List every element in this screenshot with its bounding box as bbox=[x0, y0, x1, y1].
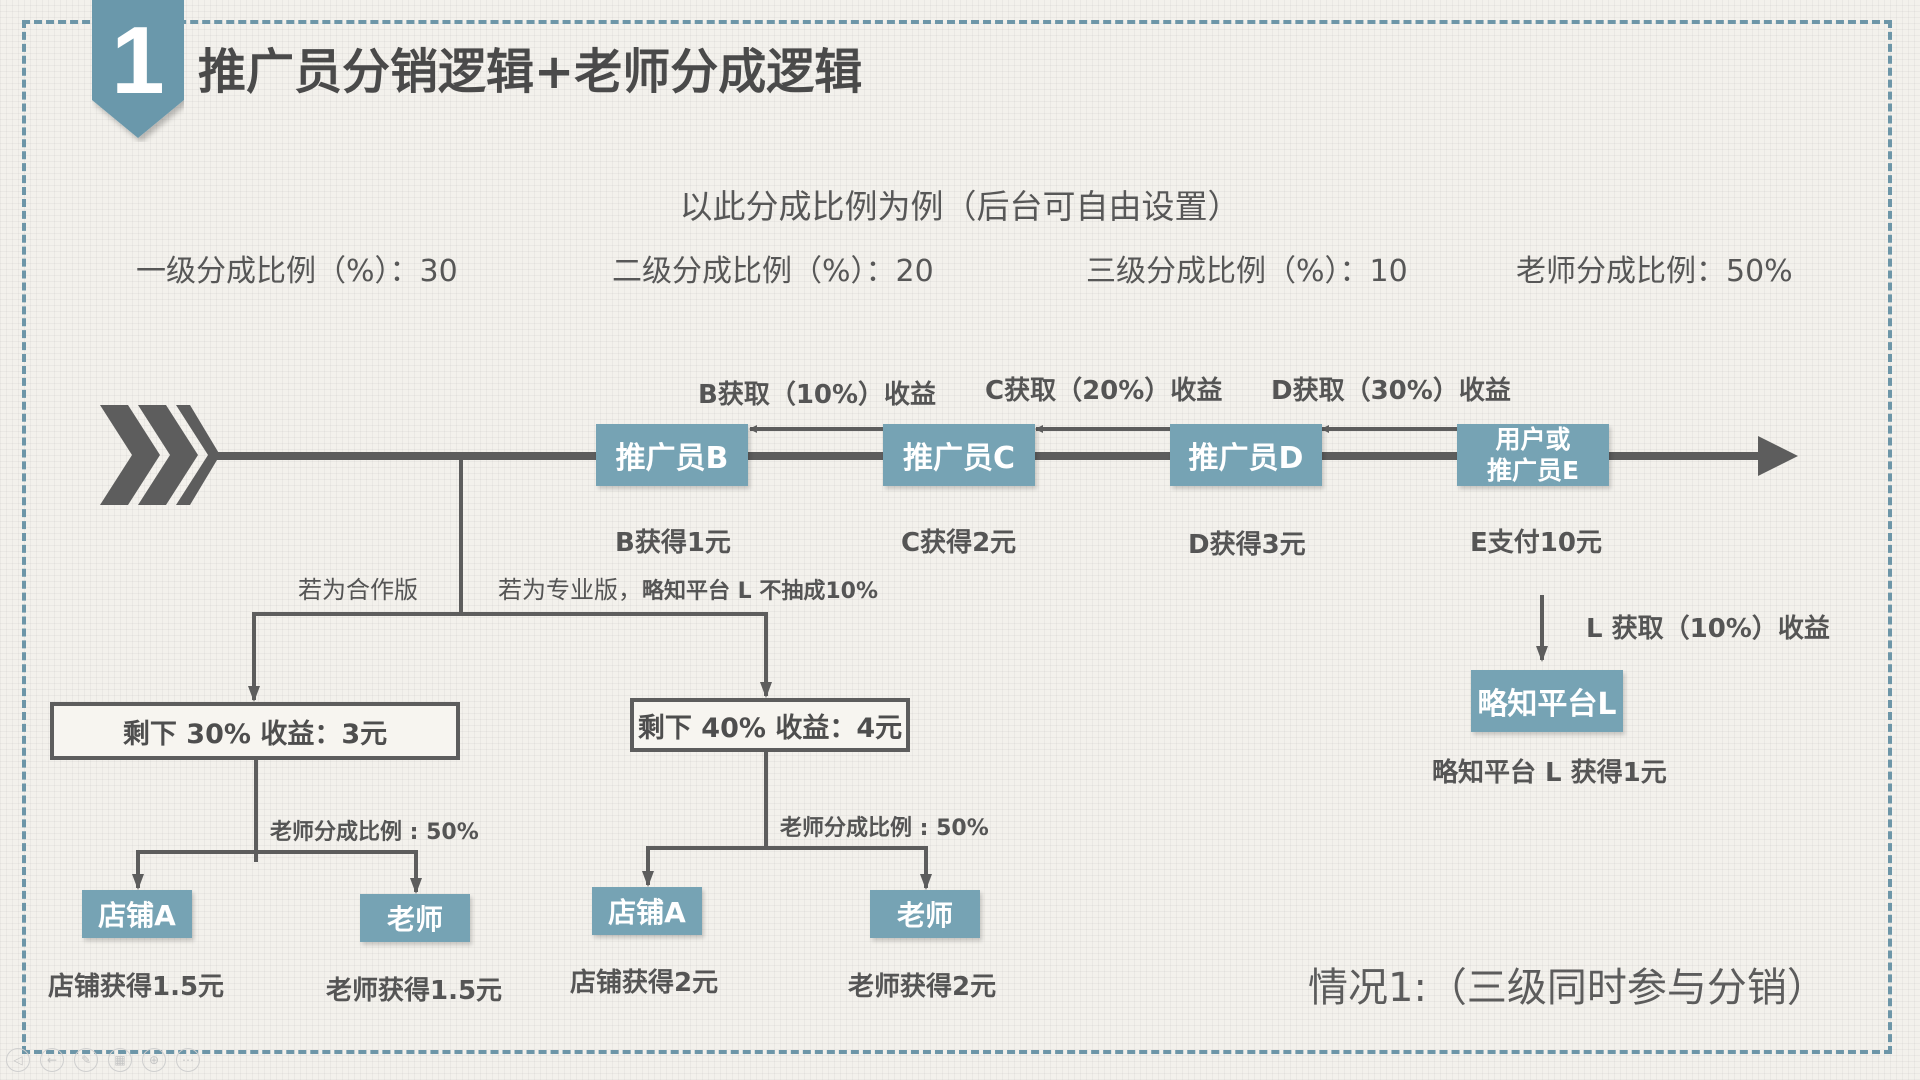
pro-label-b: 略知平台 L 不抽成10% bbox=[642, 579, 878, 604]
right-teacher-get: 老师获得2元 bbox=[848, 972, 997, 1002]
right-teacher-node: 老师 bbox=[870, 890, 980, 938]
ratio-level2: 二级分成比例（%）：20 bbox=[612, 254, 934, 289]
left-teacher-get: 老师获得1.5元 bbox=[326, 976, 503, 1006]
left-teacher-node: 老师 bbox=[360, 894, 470, 942]
subtitle: 以此分成比例为例（后台可自由设置） bbox=[679, 187, 1241, 226]
back-icon[interactable]: ← bbox=[40, 1048, 64, 1072]
right-shop-node: 店铺A bbox=[592, 887, 702, 935]
badge-number: 1 bbox=[111, 7, 165, 114]
user-e-node: 用户或 推广员E bbox=[1457, 424, 1609, 486]
b-flow-label: B获取（10%）收益 bbox=[698, 380, 937, 410]
slideshow-nav: ◁ ← ✎ ▦ ⊕ ⋯ bbox=[6, 1048, 200, 1074]
grid-icon[interactable]: ▦ bbox=[108, 1048, 132, 1072]
promoter-c-node: 推广员C bbox=[883, 424, 1035, 486]
right-teacher-ratio: 老师分成比例 : 50% bbox=[780, 816, 989, 841]
platform-get-label: 略知平台 L 获得1元 bbox=[1432, 758, 1667, 788]
user-e-line2: 推广员E bbox=[1486, 456, 1580, 485]
situation-caption: 情况1:（三级同时参与分销） bbox=[1308, 965, 1827, 1011]
timeline-arrow bbox=[1758, 436, 1798, 476]
chevron-1 bbox=[100, 405, 160, 505]
page-title: 推广员分销逻辑+老师分成逻辑 bbox=[198, 44, 863, 100]
left-teacher-ratio: 老师分成比例 : 50% bbox=[270, 820, 479, 845]
pro-label: 若为专业版，略知平台 L 不抽成10% bbox=[498, 570, 878, 605]
promoter-d-node: 推广员D bbox=[1170, 424, 1322, 486]
c-flow-label: C获取（20%）收益 bbox=[985, 376, 1223, 406]
right-shop-get: 店铺获得2元 bbox=[570, 968, 719, 998]
platform-node: 略知平台L bbox=[1471, 670, 1623, 732]
user-e-line1: 用户或 bbox=[1495, 425, 1571, 454]
d-flow-label: D获取（30%）收益 bbox=[1271, 376, 1511, 406]
ratio-teacher: 老师分成比例：50% bbox=[1516, 254, 1793, 289]
d-get-label: D获得3元 bbox=[1188, 530, 1306, 560]
zoom-icon[interactable]: ⊕ bbox=[142, 1048, 166, 1072]
left-shop-node: 店铺A bbox=[82, 890, 192, 938]
pen-icon[interactable]: ✎ bbox=[74, 1048, 98, 1072]
b-get-label: B获得1元 bbox=[615, 528, 731, 558]
coop-label: 若为合作版 bbox=[298, 576, 418, 604]
c-get-label: C获得2元 bbox=[901, 528, 1017, 558]
left-shop-get: 店铺获得1.5元 bbox=[48, 972, 225, 1002]
right-remain-box: 剩下 40% 收益：4元 bbox=[630, 698, 910, 752]
dashed-frame bbox=[22, 20, 1892, 1054]
pro-label-a: 若为专业版， bbox=[498, 576, 642, 604]
prev-icon[interactable]: ◁ bbox=[6, 1048, 30, 1072]
ratio-level1: 一级分成比例（%）：30 bbox=[136, 254, 458, 289]
ratio-level3: 三级分成比例（%）：10 bbox=[1086, 254, 1408, 289]
more-icon[interactable]: ⋯ bbox=[176, 1048, 200, 1072]
chevron-2 bbox=[138, 405, 198, 505]
promoter-b-node: 推广员B bbox=[596, 424, 748, 486]
left-remain-box: 剩下 30% 收益：3元 bbox=[50, 702, 460, 760]
e-pay-label: E支付10元 bbox=[1470, 528, 1602, 558]
chevron-3 bbox=[176, 405, 220, 505]
number-badge bbox=[92, 0, 184, 138]
platform-flow-label: L 获取（10%）收益 bbox=[1586, 614, 1830, 644]
